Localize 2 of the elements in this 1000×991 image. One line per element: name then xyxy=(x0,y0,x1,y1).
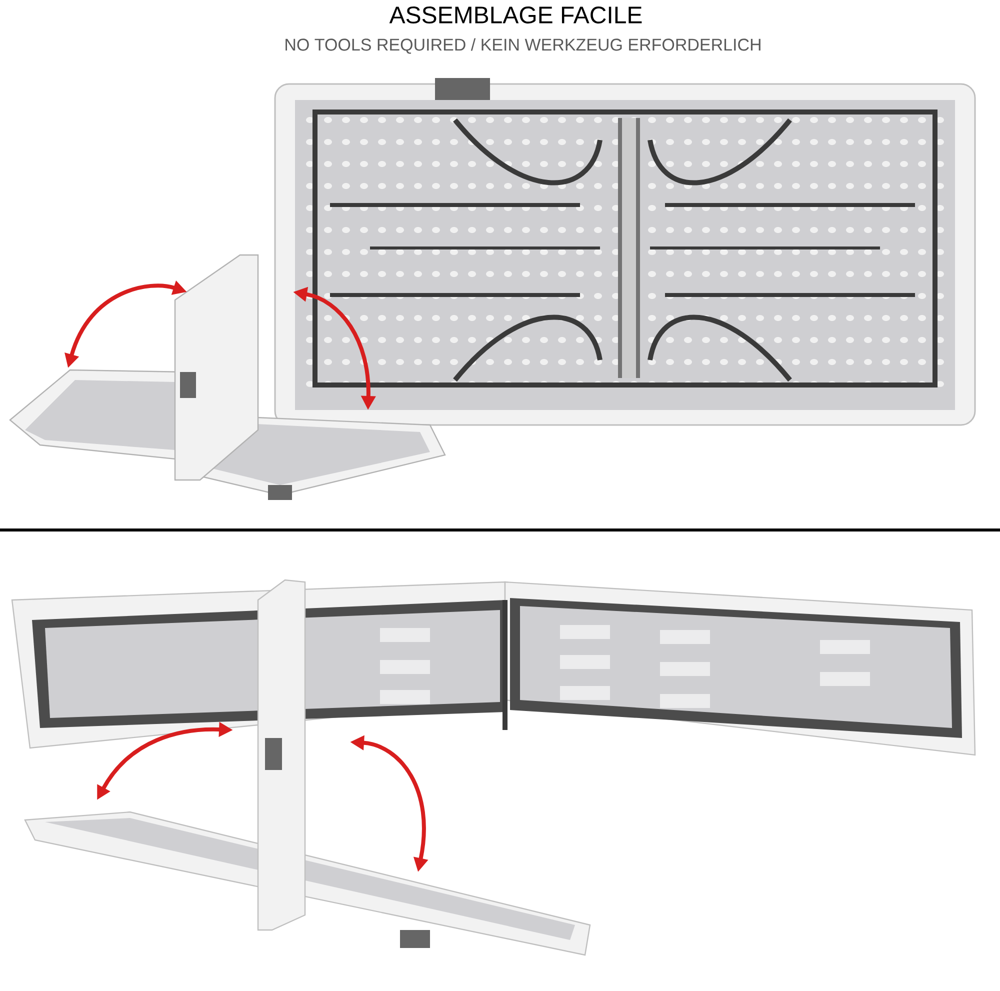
title: ASSEMBLAGE FACILE xyxy=(389,6,642,24)
subtitle: NO TOOLS REQUIRED / KEIN WERKZEUG ERFORDERLICH xyxy=(286,38,760,54)
